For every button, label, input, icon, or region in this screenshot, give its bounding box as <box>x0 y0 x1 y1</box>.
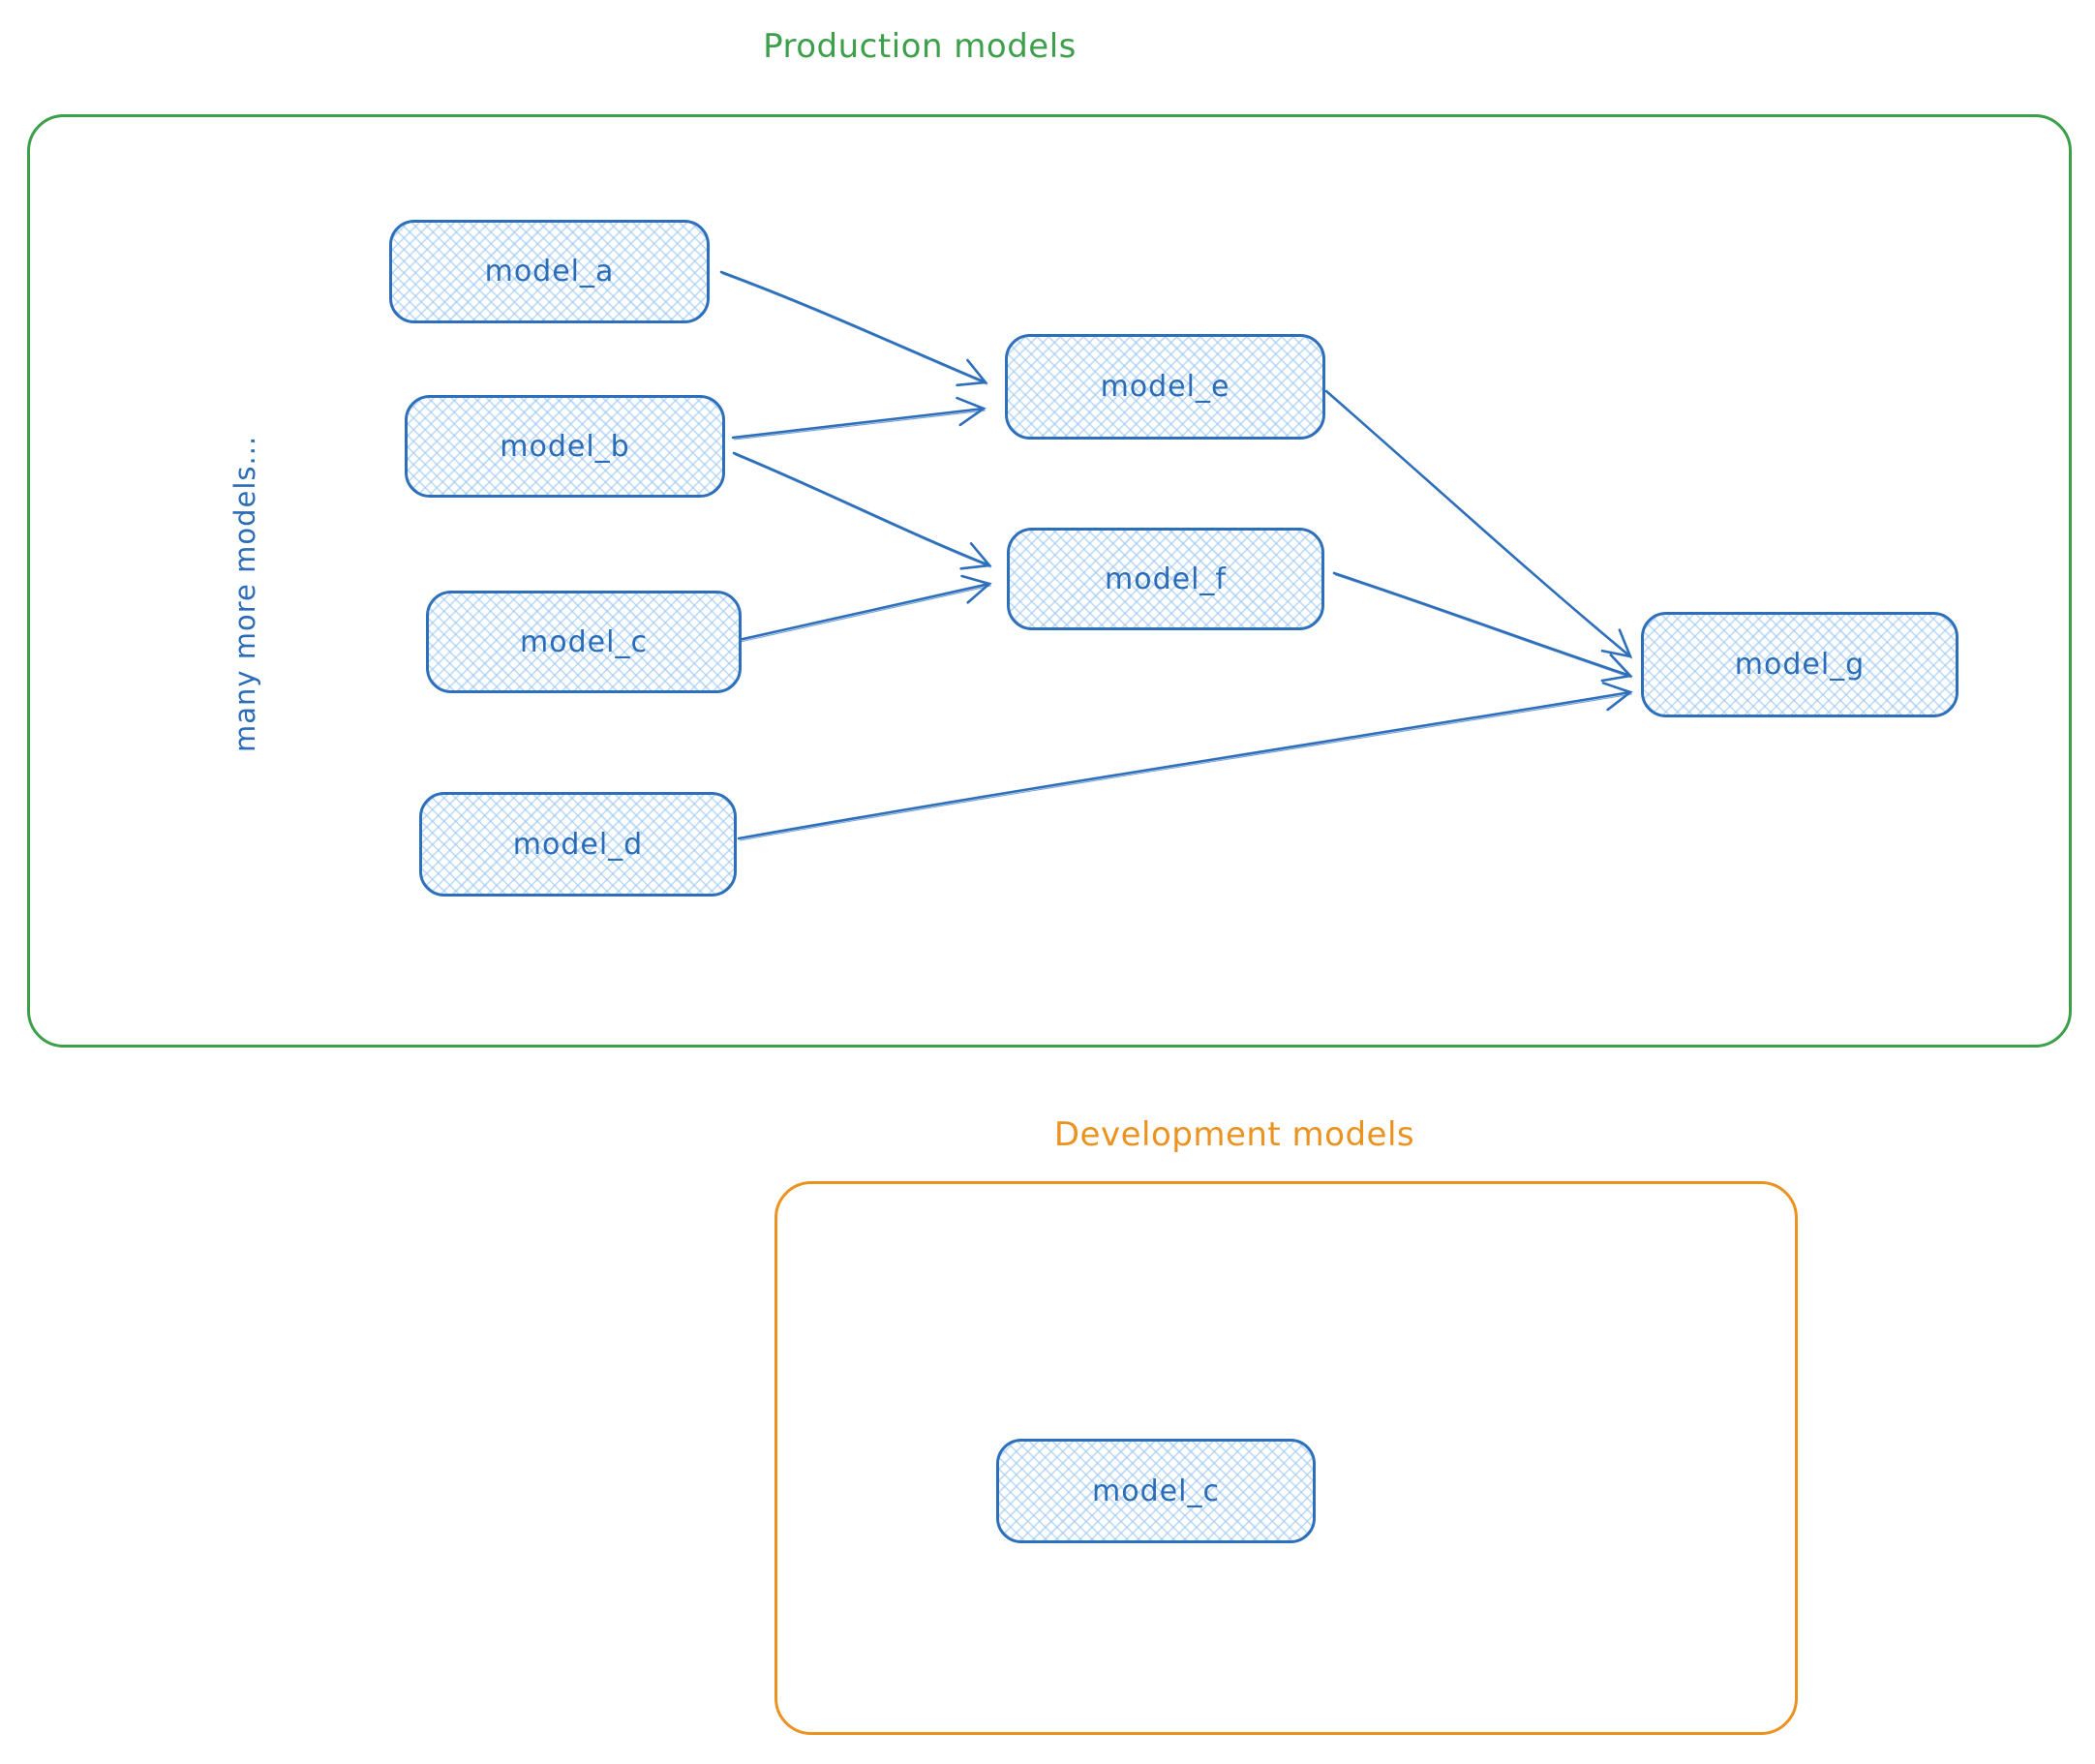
node-model-c-label: model_c <box>520 624 648 659</box>
node-model-a[interactable]: model_a <box>389 220 710 323</box>
node-model-e[interactable]: model_e <box>1005 334 1325 440</box>
node-model-g[interactable]: model_g <box>1641 612 1958 717</box>
node-model-b-label: model_b <box>500 429 630 464</box>
many-more-models-note: many more models... <box>228 435 261 752</box>
development-group-title: Development models <box>1053 1115 1415 1154</box>
node-model-g-label: model_g <box>1734 648 1866 682</box>
node-model-c-dev[interactable]: model_c <box>996 1439 1316 1543</box>
node-model-f-label: model_f <box>1105 562 1227 596</box>
node-model-e-label: model_e <box>1100 370 1230 404</box>
development-group-frame <box>774 1181 1798 1735</box>
node-model-a-label: model_a <box>484 255 615 289</box>
node-model-c-dev-label: model_c <box>1092 1474 1220 1508</box>
production-group-frame <box>27 114 2072 1048</box>
node-model-b[interactable]: model_b <box>405 395 725 498</box>
node-model-f[interactable]: model_f <box>1007 528 1324 630</box>
node-model-c[interactable]: model_c <box>426 591 742 693</box>
node-model-d[interactable]: model_d <box>419 792 737 897</box>
node-model-d-label: model_d <box>512 827 644 862</box>
production-group-title: Production models <box>763 27 1077 66</box>
